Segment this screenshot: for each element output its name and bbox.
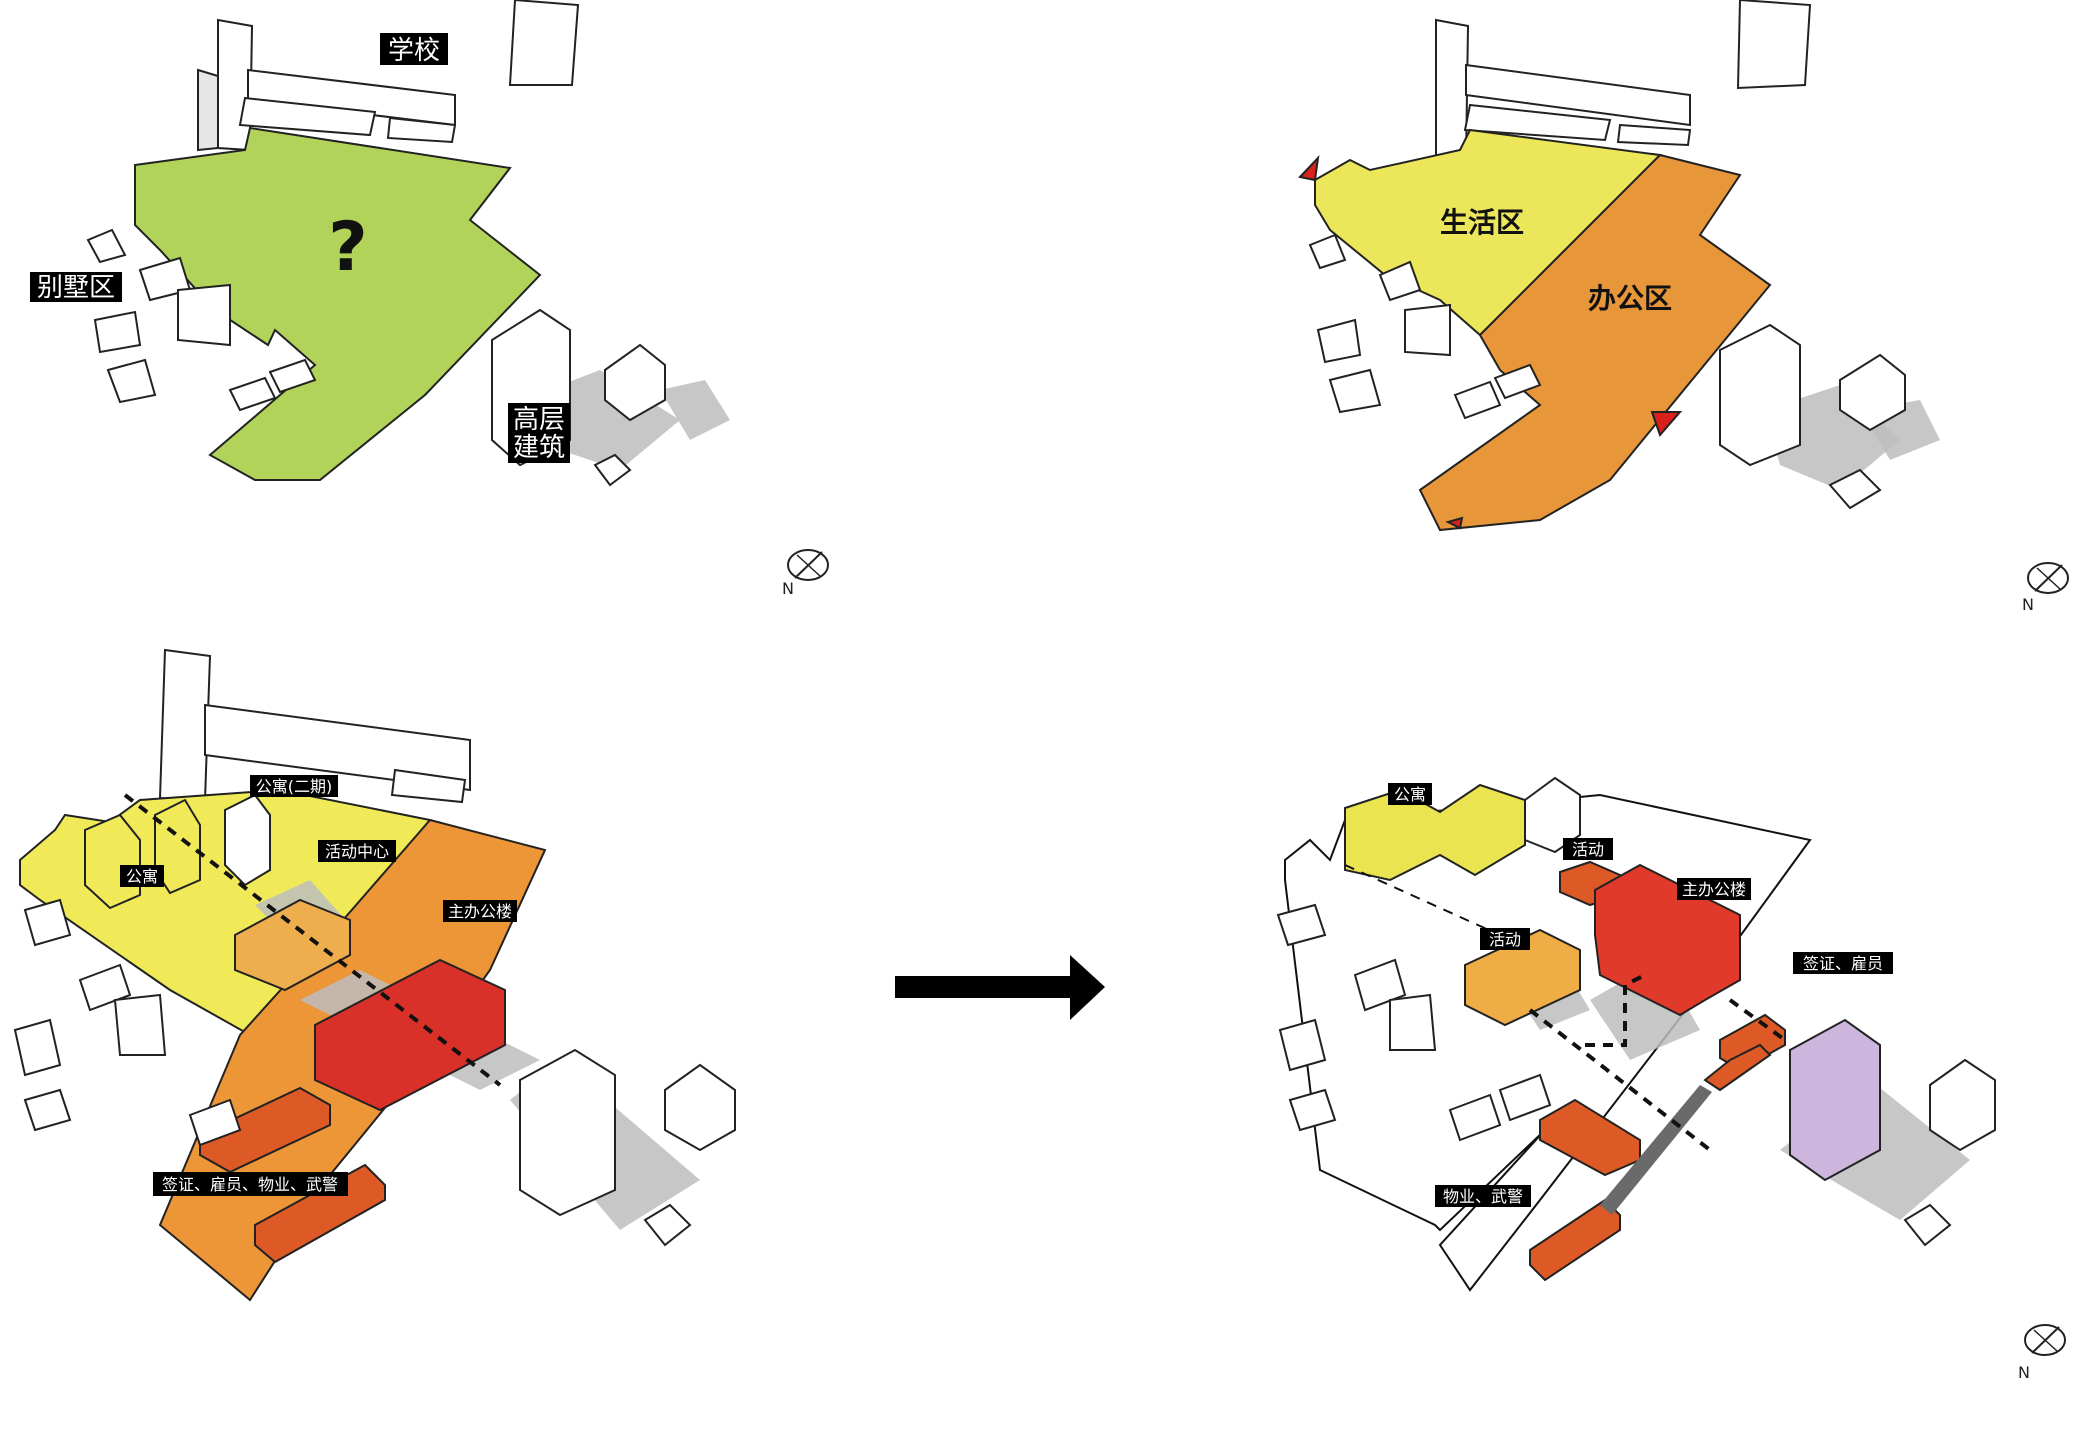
- svg-text:签证、雇员: 签证、雇员: [1803, 954, 1883, 973]
- label-villa: 别墅区: [30, 272, 122, 303]
- svg-text:主办公楼: 主办公楼: [1682, 880, 1746, 899]
- svg-text:N: N: [2022, 595, 2034, 614]
- label-property-police: 物业、武警: [1435, 1185, 1531, 1207]
- entry-marker-icons: [1298, 155, 1683, 530]
- svg-text:活动中心: 活动中心: [325, 842, 389, 861]
- label-service: 签证、雇员、物业、武警: [153, 1172, 348, 1196]
- site-outline: [1284, 793, 1812, 1292]
- service-blocks: [199, 1086, 386, 1264]
- svg-text:建筑: 建筑: [513, 433, 565, 463]
- apartment-buildings: [84, 793, 271, 910]
- label-main-office: 主办公楼: [443, 900, 517, 922]
- compass-icon: N: [2018, 1324, 2066, 1382]
- activity-center: [234, 898, 351, 992]
- service-blocks: [1529, 1013, 1786, 1282]
- label-apartment: 公寓: [1388, 783, 1432, 805]
- label-activity-top: 活动: [1563, 838, 1613, 860]
- svg-text:公寓: 公寓: [1394, 785, 1426, 804]
- label-highrise: 高层 建筑: [508, 403, 570, 463]
- svg-text:签证、雇员、物业、武警: 签证、雇员、物业、武警: [162, 1175, 338, 1194]
- label-visa-employee: 签证、雇员: [1793, 952, 1893, 974]
- label-living-zone: 生活区: [1440, 206, 1524, 239]
- svg-text:主办公楼: 主办公楼: [448, 902, 512, 921]
- svg-text:N: N: [782, 579, 794, 598]
- apartment-buildings: [1344, 776, 1581, 882]
- label-office-zone: 办公区: [1588, 282, 1672, 315]
- office-zone: [1418, 153, 1772, 532]
- highrise-building: [1789, 1018, 1881, 1182]
- label-main-office: 主办公楼: [1677, 878, 1751, 900]
- compass-icon: N: [782, 549, 829, 598]
- svg-text:公寓: 公寓: [126, 867, 158, 886]
- svg-text:物业、武警: 物业、武警: [1443, 1187, 1523, 1206]
- main-office-block: [314, 958, 506, 1112]
- svg-text:活动: 活动: [1572, 840, 1604, 859]
- svg-text:别墅区: 别墅区: [37, 273, 115, 303]
- right-arrow-icon: [895, 955, 1105, 1020]
- label-apartment-phase2: 公寓(二期): [250, 775, 338, 797]
- panel-final-layout: 公寓 活动 主办公楼 活动 签证、雇员 物业、武警 N: [1276, 776, 2066, 1382]
- svg-text:N: N: [2018, 1363, 2030, 1382]
- panel-site-context: 学校 别墅区 高层 建筑 ? N: [30, 0, 829, 598]
- label-activity: 活动: [1480, 928, 1530, 950]
- panel-zoning: 生活区 办公区 N: [1298, 0, 2069, 614]
- panel-functional-layout: 公寓(二期) 活动中心 公寓 主办公楼 签证、雇员、物业、武警: [13, 648, 736, 1302]
- svg-text:高层: 高层: [513, 405, 565, 435]
- activity-block: [1464, 928, 1581, 1027]
- villa-buildings: [86, 228, 317, 412]
- school-building: [197, 0, 580, 152]
- question-mark: ?: [328, 208, 367, 287]
- svg-text:活动: 活动: [1489, 930, 1521, 949]
- label-activity-center: 活动中心: [318, 840, 396, 862]
- label-apartment: 公寓: [120, 865, 164, 887]
- svg-text:公寓(二期): 公寓(二期): [256, 777, 333, 796]
- compass-icon: N: [2022, 562, 2069, 614]
- label-school: 学校: [380, 33, 448, 66]
- svg-text:学校: 学校: [388, 36, 440, 66]
